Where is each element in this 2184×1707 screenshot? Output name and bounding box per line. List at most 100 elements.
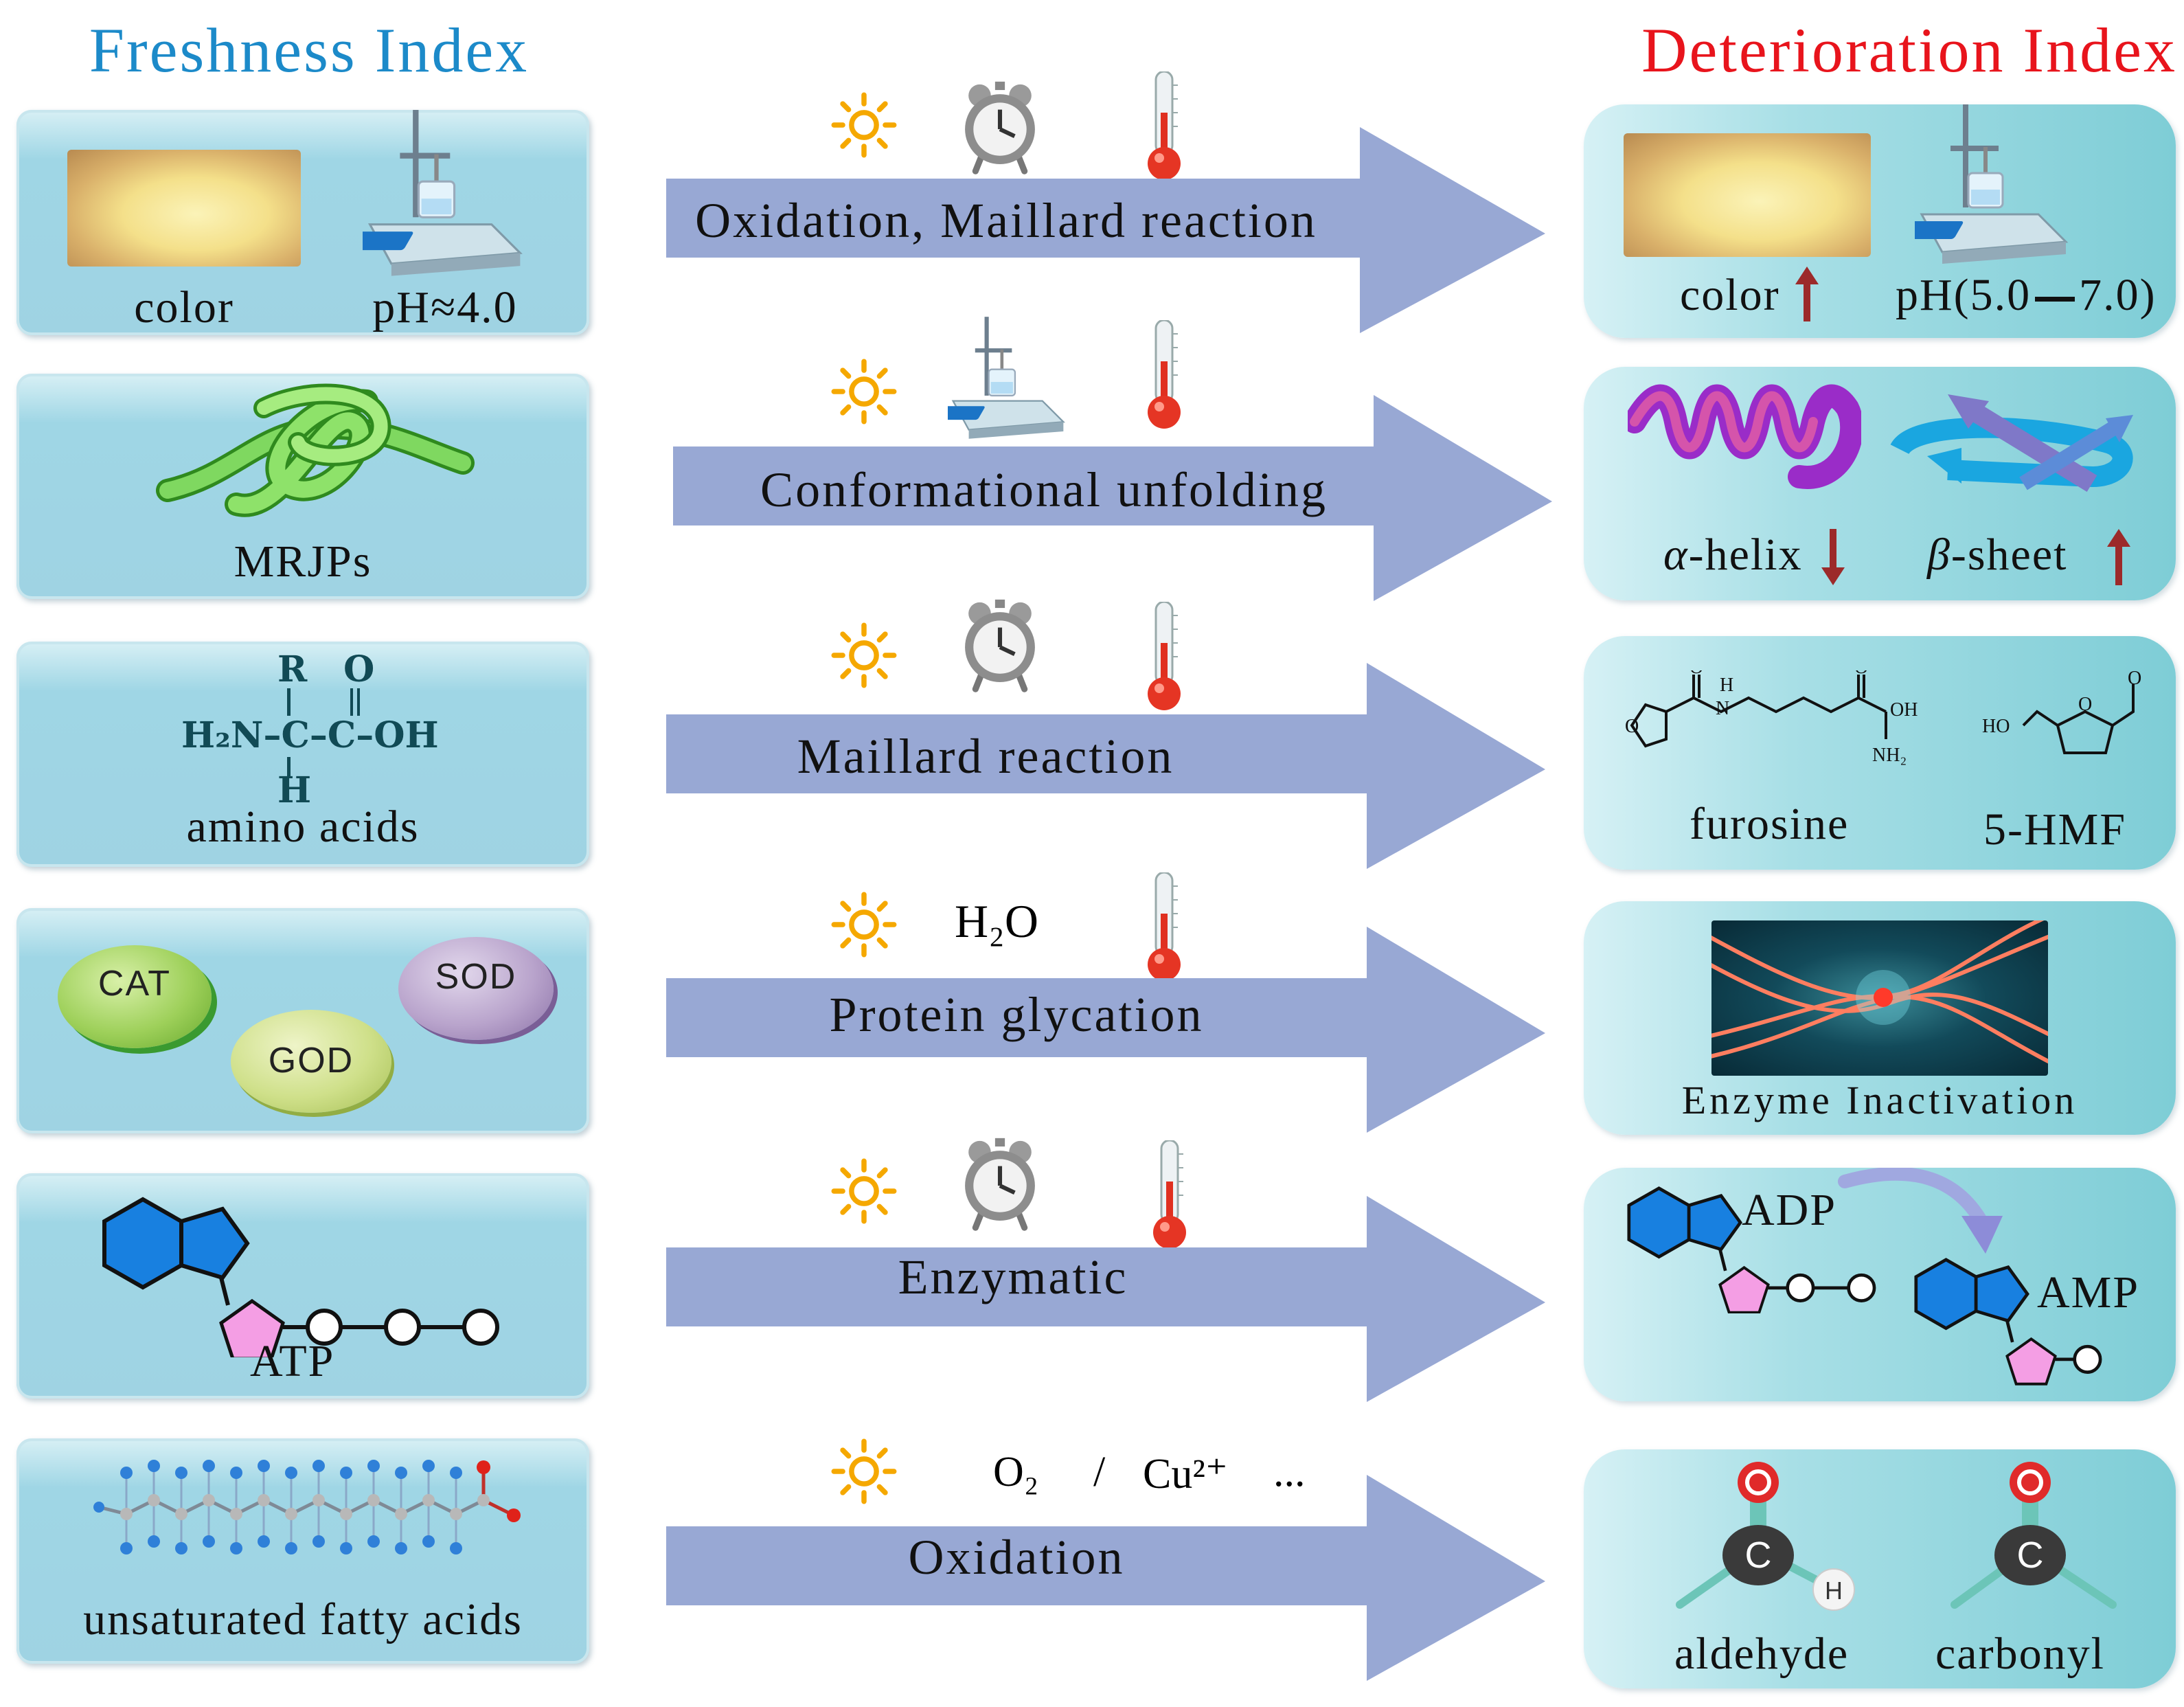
increase-arrow-icon — [2107, 529, 2130, 585]
furosine-o-atom: O — [1625, 716, 1639, 737]
process-label: Conformational unfolding — [760, 462, 1328, 517]
process-label: Protein glycation — [829, 987, 1204, 1042]
freshness-panel-fatty-acids: unsaturated fatty acids — [16, 1438, 589, 1664]
formula-h: H — [277, 769, 312, 811]
freshness-panel-enzymes: CAT SOD GOD — [16, 908, 589, 1133]
amp-molecule-icon — [1911, 1254, 2102, 1386]
cat-label: CAT — [98, 964, 172, 1004]
amp-label: AMP — [2037, 1267, 2140, 1318]
ph-meter-icon — [1915, 104, 2067, 265]
formula-r: R — [277, 648, 308, 690]
deterioration-panel-maillard-products: O O H N O OH NH₂ HO O O furosine 5-HMF — [1584, 636, 2176, 870]
beta-sheet-label: β-sheet — [1927, 529, 2067, 581]
aldehyde-hydrogen-atom: H — [1825, 1576, 1843, 1605]
ph-range-end: 7.0) — [2079, 270, 2157, 320]
furosine-label: furosine — [1690, 799, 1850, 849]
carbonyl-carbon-atom: C — [2017, 1535, 2044, 1576]
sheet-text: -sheet — [1950, 530, 2068, 580]
deterioration-index-heading: Deterioration Index — [1641, 15, 2177, 85]
alpha-helix-icon — [1628, 384, 1861, 489]
protein-ribbon-icon — [156, 383, 475, 517]
formula-bond — [287, 757, 291, 778]
atp-label: ATP — [250, 1336, 335, 1386]
process-label: Oxidation — [908, 1530, 1125, 1585]
formula-bond — [287, 688, 291, 716]
deterioration-panel-color-ph: color pH(5.0 7.0) — [1584, 104, 2176, 338]
process-arrow — [666, 663, 1545, 869]
enzyme-inactivation-label: Enzyme Inactivation — [1681, 1078, 2078, 1122]
freshness-panel-amino-acids: R O H₂N–C–C–OH H amino acids — [16, 642, 589, 867]
mrjps-label: MRJPs — [234, 536, 372, 587]
color-label: color — [134, 282, 234, 332]
formula-bond — [350, 688, 353, 716]
fatty-acid-molecule-icon — [93, 1460, 521, 1555]
water-label: H₂O — [955, 895, 1038, 947]
beta-sheet-icon — [1890, 394, 2133, 492]
aldehyde-carbon-atom: C — [1745, 1535, 1772, 1576]
freshness-panel-color-ph: color pH≈4.0 — [16, 110, 589, 335]
aldehyde-label: aldehyde — [1674, 1629, 1850, 1679]
cat-enzyme-bubble — [58, 945, 212, 1048]
hmf-ho-group: HO — [1982, 716, 2010, 737]
alpha-helix-label: α-helix — [1663, 529, 1803, 581]
ph-label: pH≈4.0 — [372, 282, 518, 332]
unsaturated-fatty-acids-label: unsaturated fatty acids — [83, 1594, 523, 1644]
process-arrow — [666, 127, 1545, 333]
freshness-index-heading: Freshness Index — [89, 15, 530, 85]
sod-enzyme-bubble — [398, 937, 554, 1040]
freshness-panel-atp: ATP — [16, 1173, 589, 1399]
ph-range-label: pH(5.0 7.0) — [1896, 269, 2157, 321]
process-label: Enzymatic — [898, 1250, 1128, 1304]
process-label: Oxidation, Maillard reaction — [695, 193, 1317, 248]
oxygen-label: O₂ — [993, 1449, 1039, 1495]
atp-molecule-icon — [98, 1192, 499, 1357]
furosine-structure: O O H N O OH NH₂ — [1625, 670, 1918, 766]
process-arrow — [666, 1196, 1545, 1402]
ph-range-start: pH(5.0 — [1896, 270, 2032, 320]
hmf-structure: HO O O — [1982, 670, 2141, 754]
god-enzyme-bubble — [231, 1010, 391, 1113]
carbonyl-molecule-icon: C — [1950, 1462, 2117, 1609]
furosine-o-atom: O — [1854, 670, 1868, 678]
formula-main-chain: H₂N–C–C–OH — [181, 714, 439, 756]
separator-label: / — [1093, 1449, 1106, 1495]
royal-jelly-photo — [1624, 133, 1871, 257]
ph-meter-icon — [363, 110, 521, 278]
formula-bond — [357, 688, 360, 716]
decrease-arrow-icon — [1821, 529, 1845, 585]
deterioration-panel-carbonyl-compounds: C H C aldehyde carbonyl — [1584, 1449, 2176, 1688]
hmf-ring-o-atom: O — [2078, 694, 2092, 715]
amino-acid-formula: R O H₂N–C–C–OH H — [168, 648, 484, 811]
royal-jelly-photo — [67, 150, 301, 267]
furosine-n-atom: N — [1716, 698, 1729, 719]
process-arrow — [666, 927, 1545, 1133]
deterioration-panel-secondary-structure: α-helix β-sheet — [1584, 367, 2176, 600]
god-label: GOD — [268, 1041, 354, 1081]
conversion-arrow-icon — [1838, 1168, 2003, 1254]
furosine-h-atom: H — [1720, 675, 1733, 696]
sod-label: SOD — [435, 957, 517, 997]
furosine-oh-group: OH — [1890, 699, 1918, 721]
increase-arrow-icon — [1795, 267, 1819, 321]
color-label: color — [1680, 270, 1780, 320]
hmf-label: 5-HMF — [1983, 804, 2127, 855]
ellipsis-label: ... — [1273, 1449, 1306, 1495]
process-arrow — [673, 395, 1552, 601]
adp-molecule-icon — [1624, 1183, 1876, 1313]
dna-helix-image — [1711, 920, 2048, 1076]
process-label: Maillard reaction — [797, 729, 1174, 784]
aldehyde-molecule-icon: C H — [1676, 1462, 1855, 1611]
formula-o: O — [343, 648, 375, 690]
alpha-symbol: α — [1663, 530, 1689, 580]
furosine-nh2-group: NH₂ — [1872, 745, 1907, 766]
adp-label: ADP — [1742, 1185, 1837, 1235]
range-dash — [2035, 297, 2075, 302]
hmf-aldehyde-o-atom: O — [2128, 670, 2141, 689]
helix-text: -helix — [1688, 530, 1803, 580]
deterioration-panel-enzyme-inactivation: Enzyme Inactivation — [1584, 901, 2176, 1135]
amino-acids-label: amino acids — [186, 802, 420, 852]
deterioration-panel-adp-amp: ADP AMP — [1584, 1168, 2176, 1401]
freshness-panel-mrjps: MRJPs — [16, 374, 589, 599]
copper-ion-label: Cu²⁺ — [1143, 1451, 1228, 1497]
furosine-o-atom: O — [1690, 670, 1703, 678]
